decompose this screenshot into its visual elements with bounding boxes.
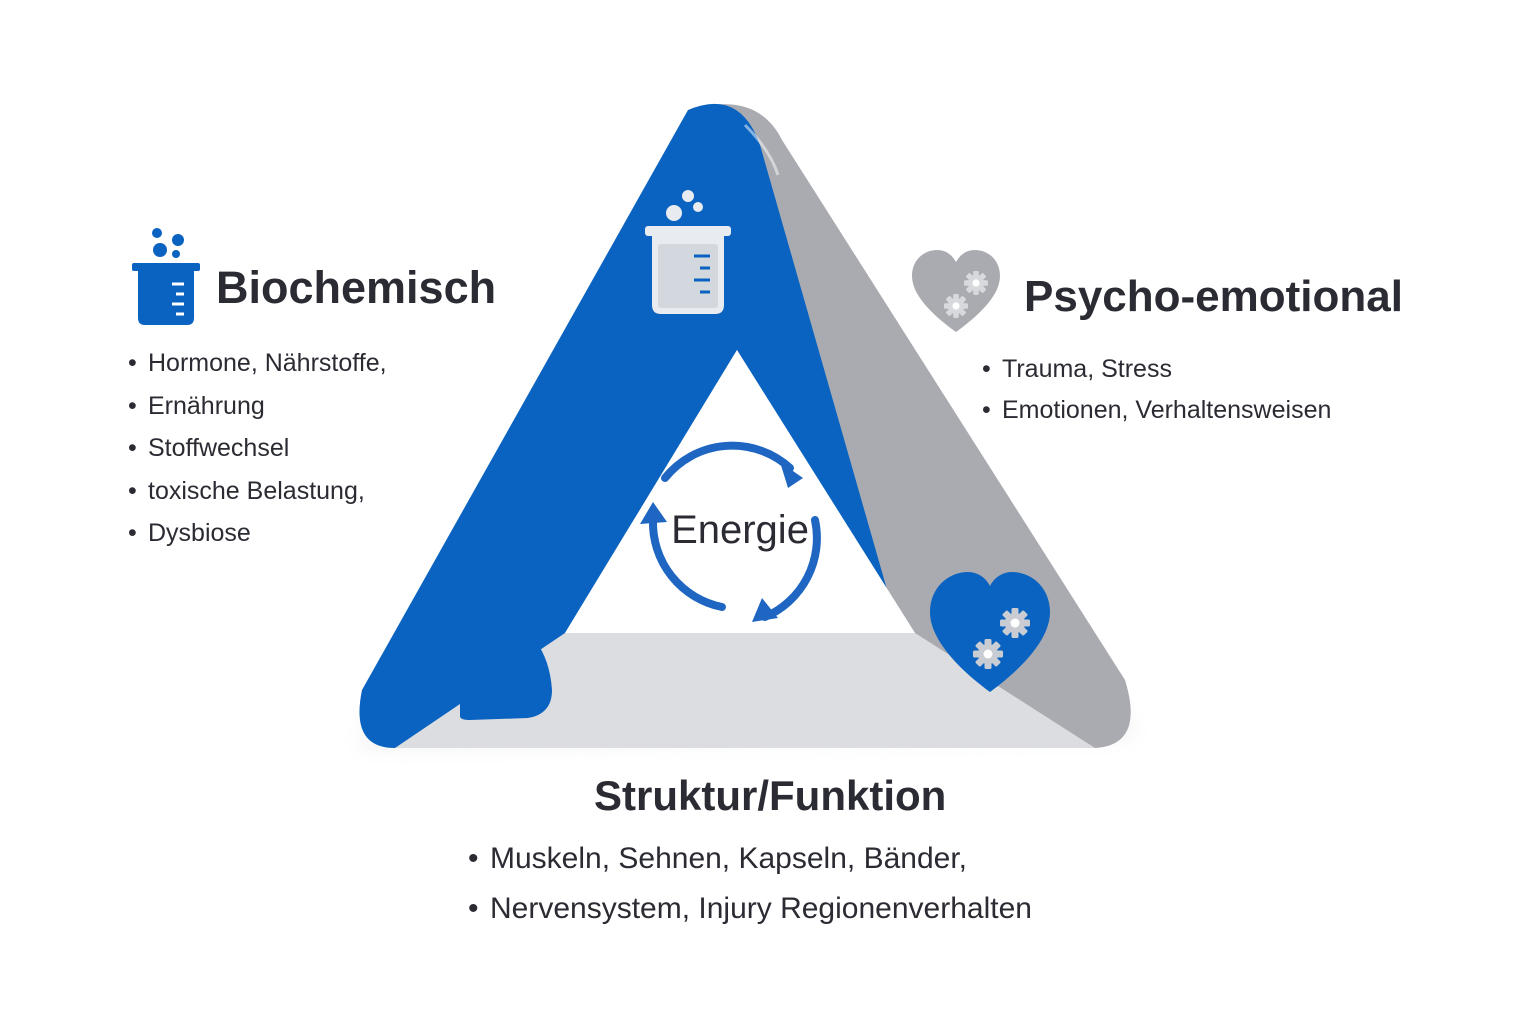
- list-item: Ernährung: [128, 385, 387, 428]
- flexed-arm-icon: [460, 627, 552, 720]
- biochemisch-segment: [359, 103, 890, 749]
- psycho-heart-gears-icon: [912, 250, 1000, 332]
- biochemisch-beaker-icon: [132, 228, 200, 325]
- inner-triangle: [565, 350, 915, 633]
- biochemisch-list: Hormone, Nährstoffe, Ernährung Stoffwech…: [128, 342, 387, 555]
- list-item: Emotionen, Verhaltensweisen: [982, 390, 1331, 431]
- psycho-emotional-list: Trauma, Stress Emotionen, Verhaltensweis…: [982, 349, 1331, 431]
- heart-gears-icon-triangle: [930, 572, 1050, 692]
- struktur-funktion-segment: [395, 633, 1095, 748]
- cycle-arrowheads: [640, 462, 803, 622]
- list-item: Trauma, Stress: [982, 349, 1331, 390]
- struktur-funktion-heading: Struktur/Funktion: [594, 772, 947, 819]
- struktur-funktion-list: Muskeln, Sehnen, Kapseln, Bänder, Nerven…: [468, 834, 1032, 934]
- list-item: Stoffwechsel: [128, 427, 387, 470]
- list-item: toxische Belastung,: [128, 470, 387, 513]
- list-item: Hormone, Nährstoffe,: [128, 342, 387, 385]
- list-item: Dysbiose: [128, 512, 387, 555]
- list-item: Muskeln, Sehnen, Kapseln, Bänder,: [468, 834, 1032, 884]
- center-energy-label: Energie: [671, 508, 809, 552]
- beaker-icon: [645, 190, 731, 314]
- cycle-arrows-icon: [648, 441, 821, 621]
- biochemisch-heading: Biochemisch: [216, 262, 497, 313]
- psycho-emotional-heading: Psycho-emotional: [1024, 272, 1403, 321]
- list-item: Nervensystem, Injury Regionenverhalten: [468, 884, 1032, 934]
- fold-highlight: [743, 123, 780, 176]
